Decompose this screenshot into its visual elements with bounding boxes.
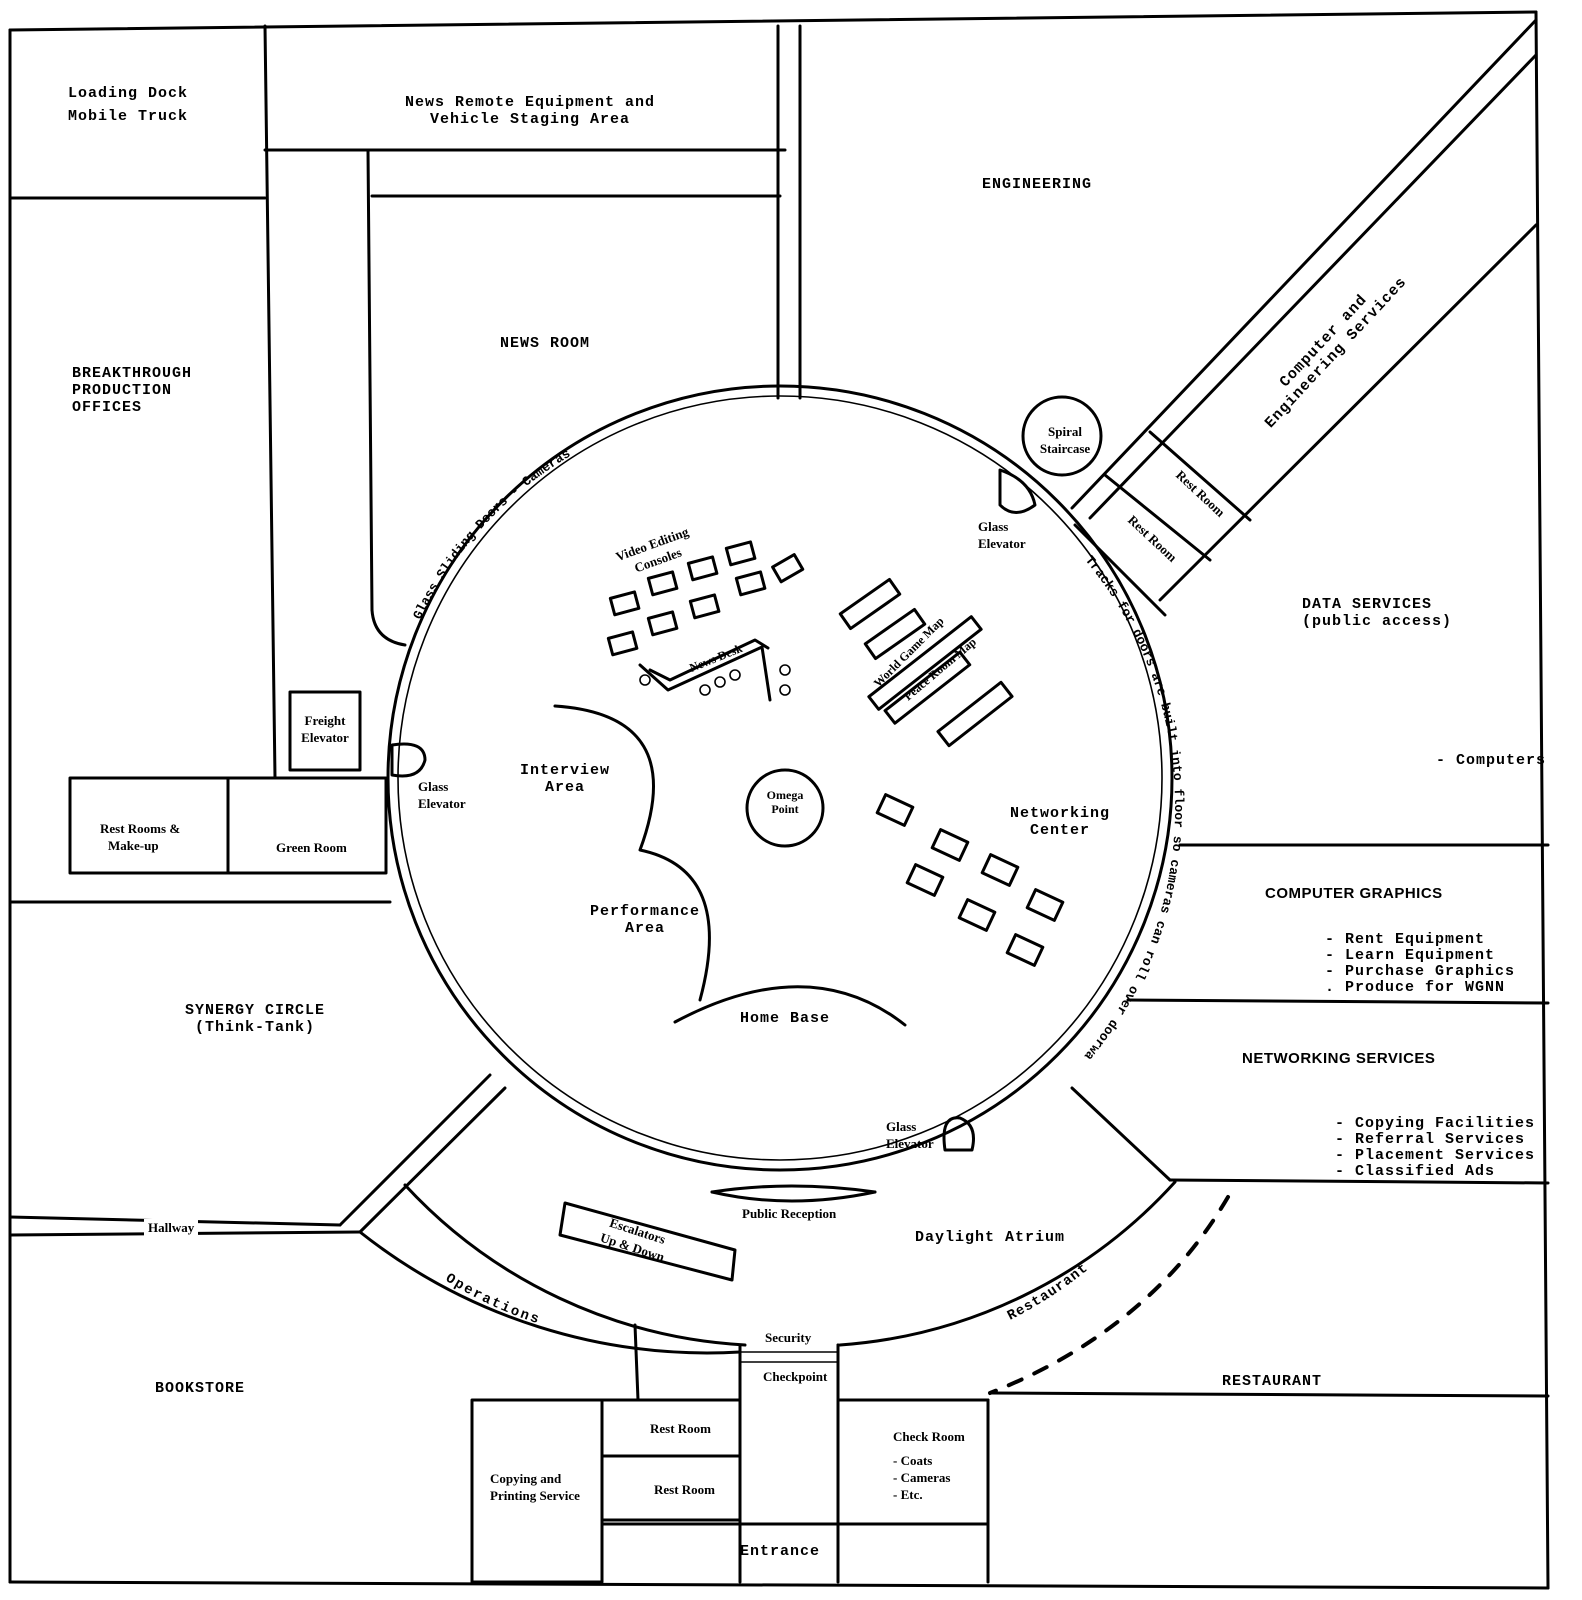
restaurant-arc-label: Restaurant (1005, 1260, 1092, 1324)
green-room-label: Green Room (276, 840, 347, 855)
rest-room-1-label: Rest Room (650, 1421, 712, 1436)
data-services-label: DATA SERVICES(public access) (1302, 596, 1453, 630)
restaurant-wall (988, 1391, 1550, 1398)
restaurant-label: RESTAURANT (1222, 1373, 1323, 1390)
central-circle-outer (386, 384, 1174, 1172)
entrance-label: Entrance (740, 1543, 821, 1560)
diagonal-corridor-walls (1070, 18, 1538, 617)
data-services-item: - Computers (1436, 752, 1547, 769)
checkpoint-label: Checkpoint (761, 1368, 830, 1385)
rest-rooms-makeup-label: Rest Rooms &Make-up (100, 821, 181, 853)
map-tables (838, 577, 1014, 748)
west-mid-walls (8, 690, 392, 904)
news-room-label: NEWS ROOM (500, 335, 591, 352)
central-circle-inner (397, 395, 1163, 1161)
south-walls (8, 1073, 1177, 1584)
video-editing-consoles (606, 540, 805, 657)
networking-services-label: NETWORKING SERVICES (1242, 1050, 1436, 1067)
omega-point-circle (745, 768, 825, 848)
networking-services-list: - Copying Facilities - Referral Services… (1335, 1115, 1536, 1180)
spiral-staircase-circle (1021, 395, 1103, 477)
engineering-label: ENGINEERING (982, 176, 1093, 193)
interview-performance-boundary (553, 704, 711, 1002)
glass-elevator-nw-shape (998, 468, 1037, 514)
check-room-list: - Coats - Cameras - Etc. (893, 1453, 951, 1502)
restaurant-dashed-arc (988, 1195, 1230, 1395)
north-walls (8, 24, 802, 780)
news-desk (638, 638, 791, 702)
computer-graphics-list: - Rent Equipment - Learn Equipment - Pur… (1325, 931, 1516, 996)
glass-sliding-doors-label: Glass Sliding Doors - Cameras (410, 446, 573, 622)
east-walls (1126, 843, 1550, 1185)
glass-elevator-s-shape (942, 1116, 975, 1152)
bookstore-label: BOOKSTORE (155, 1380, 246, 1397)
operations-label: Operations (442, 1271, 542, 1329)
hallway-label: Hallway (144, 1219, 199, 1236)
networking-tables (875, 793, 1065, 967)
rest-room-2-label: Rest Room (650, 1479, 720, 1500)
check-room-label: Check Room (893, 1429, 965, 1444)
public-reception-label: Public Reception (740, 1205, 839, 1222)
home-base-label: Home Base (740, 1010, 831, 1027)
computer-graphics-label: COMPUTER GRAPHICS (1265, 885, 1443, 902)
synergy-circle-label: SYNERGY CIRCLE(Think-Tank) (184, 1002, 326, 1036)
daylight-atrium-label: Daylight Atrium (915, 1229, 1066, 1246)
glass-elevator-w-shape (390, 742, 427, 778)
home-base-arc (673, 985, 907, 1027)
outer-walls (8, 10, 1550, 1590)
security-label: Security (763, 1329, 814, 1346)
entrance-rooms-walls (470, 1398, 990, 1584)
